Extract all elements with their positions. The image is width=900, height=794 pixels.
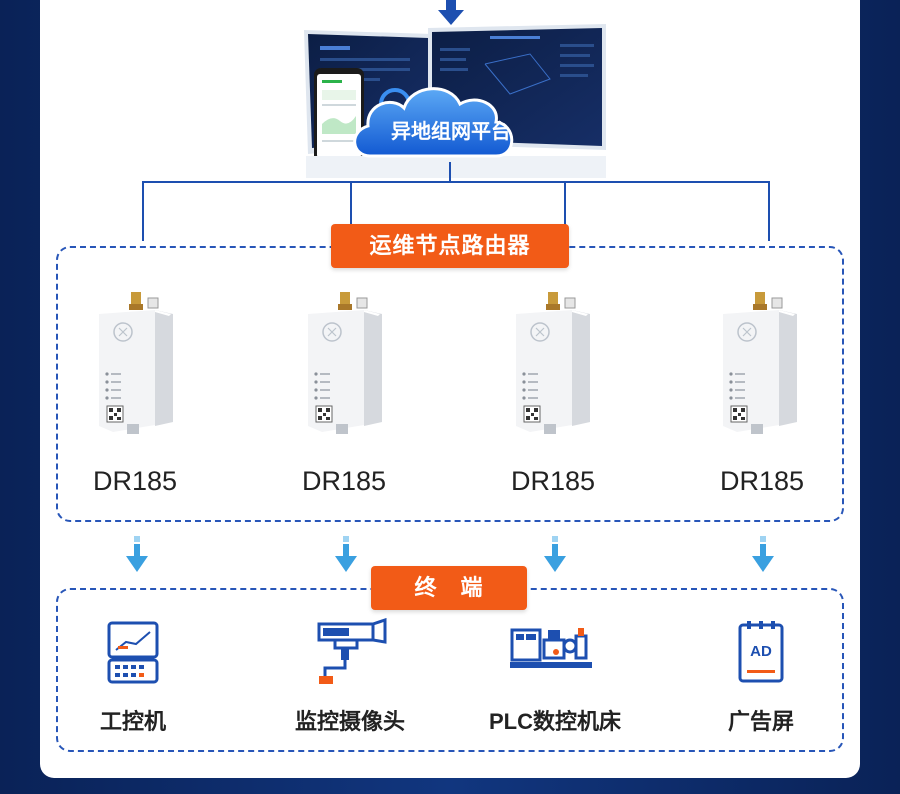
terminal-label: 工控机	[99, 709, 166, 734]
connector-line	[449, 162, 451, 182]
connector-line	[142, 181, 144, 241]
terminal-label: PLC数控机床	[488, 709, 621, 734]
router-section-label: 运维节点路由器	[331, 224, 569, 268]
device-name: DR185	[719, 466, 805, 496]
connector-line	[350, 181, 352, 226]
down-arrow-icon	[544, 536, 566, 572]
terminal-label: 监控摄像头	[294, 709, 405, 734]
router-device-image	[515, 292, 591, 435]
ad-screen-icon	[738, 621, 784, 683]
device-name: DR185	[510, 466, 596, 496]
surveillance-camera-icon	[317, 618, 387, 684]
device-name: DR185	[92, 466, 178, 496]
connector-line	[768, 181, 770, 241]
down-arrow-icon	[752, 536, 774, 572]
industrial-pc-icon	[107, 621, 159, 684]
down-arrow-icon	[126, 536, 148, 572]
router-device-image	[722, 292, 798, 435]
connector-line	[142, 181, 770, 183]
terminal-label: 广告屏	[727, 709, 794, 734]
connector-line	[564, 181, 566, 226]
router-device-image	[98, 292, 174, 435]
cnc-machine-icon	[510, 628, 592, 668]
terminal-section-label: 终 端	[371, 566, 527, 610]
ad-badge: AD	[750, 643, 772, 660]
cloud-platform-label: 异地组网平台	[391, 121, 511, 143]
down-arrow-icon	[438, 0, 464, 25]
router-device-image	[307, 292, 383, 435]
platform-screens	[304, 24, 606, 178]
device-name: DR185	[301, 466, 387, 496]
down-arrow-icon	[335, 536, 357, 572]
